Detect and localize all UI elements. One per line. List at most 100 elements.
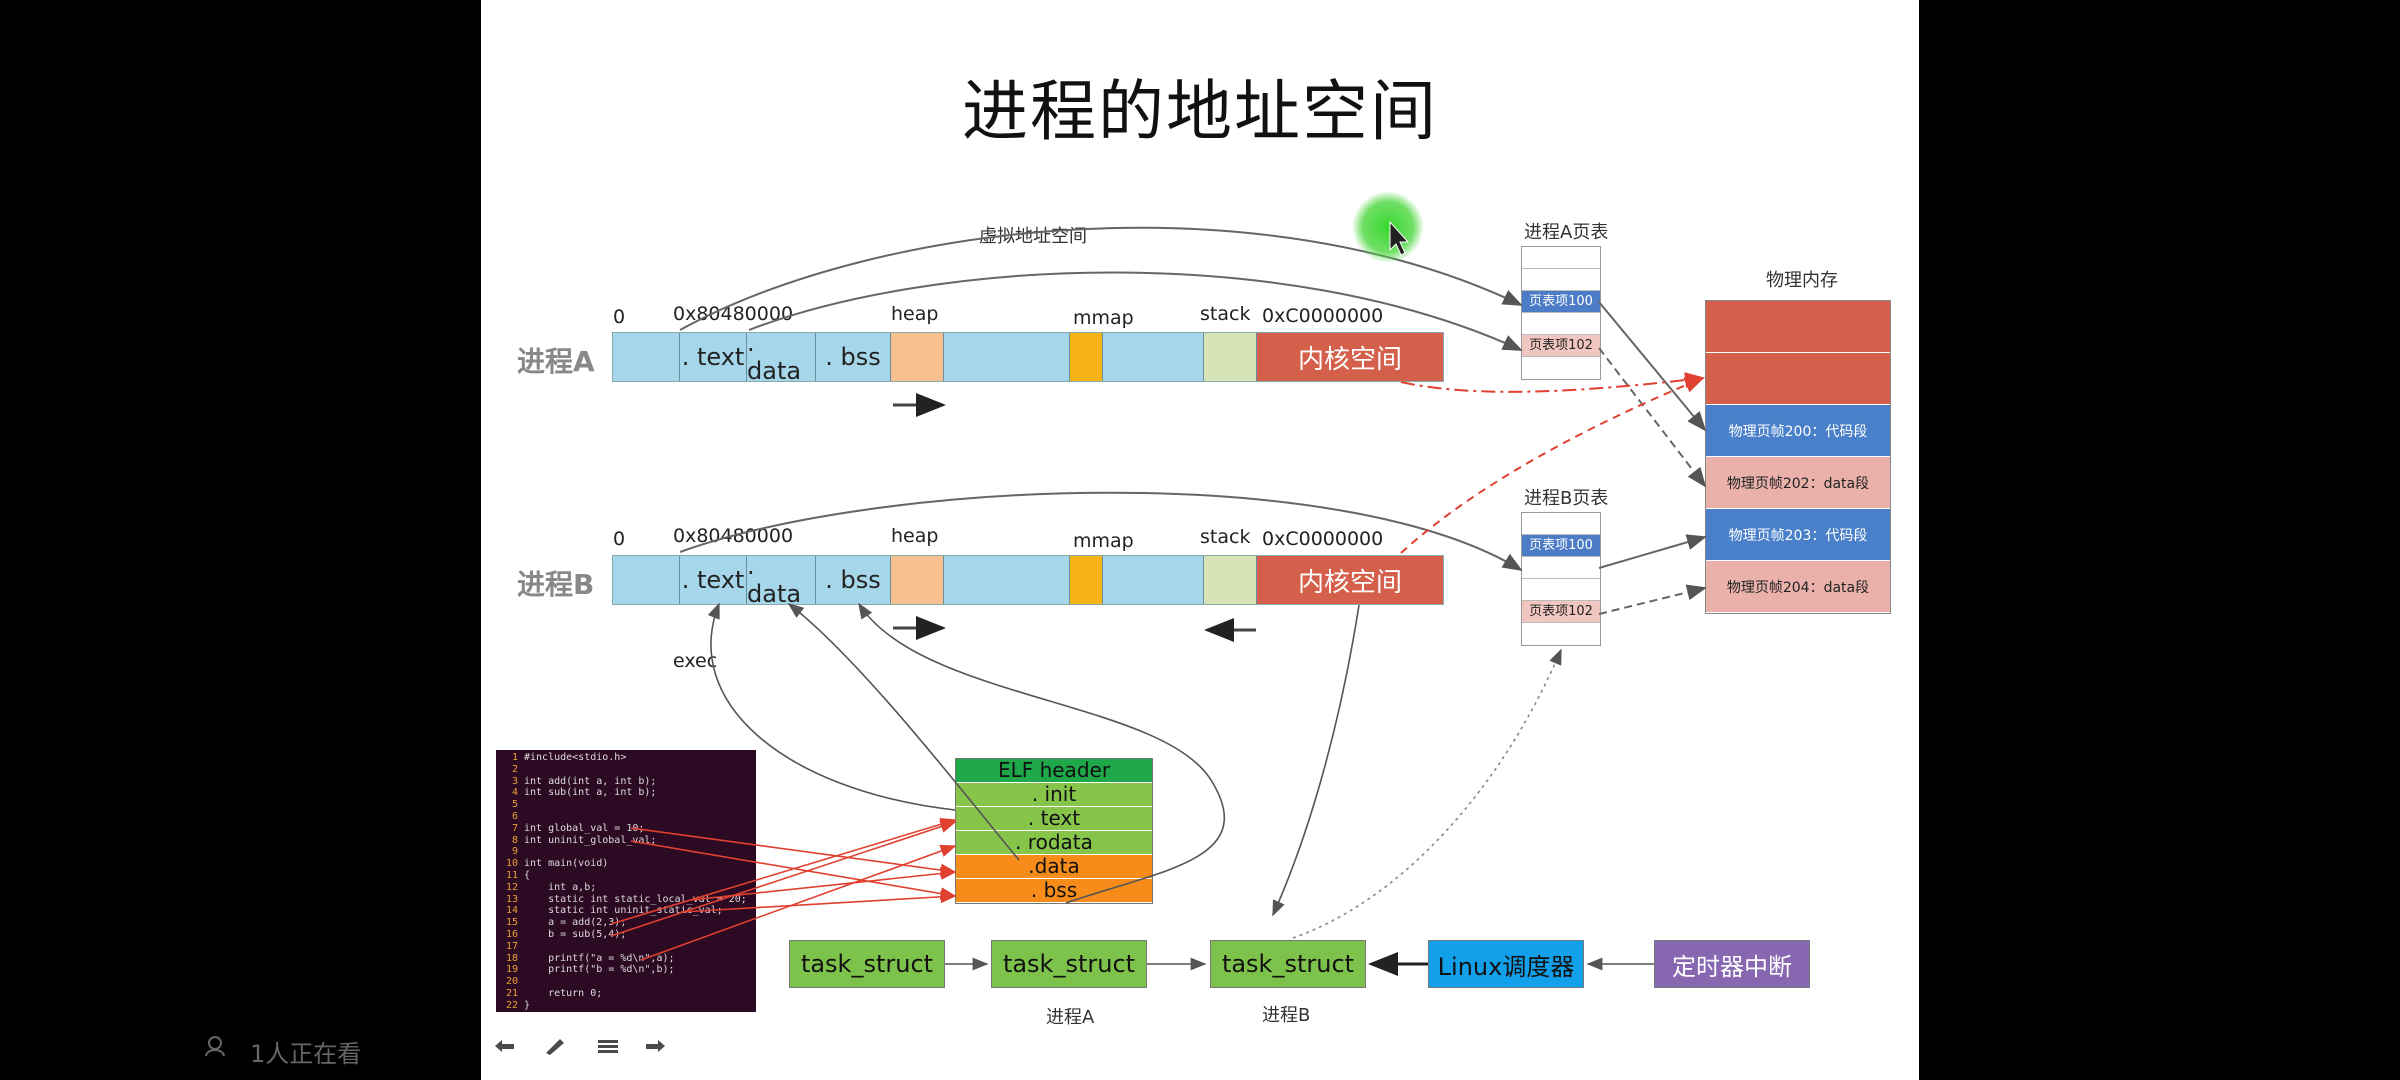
- seg-mmap: [1070, 333, 1103, 381]
- line-number: 19: [505, 964, 518, 976]
- line-number: 20: [505, 976, 518, 988]
- mem-frame-200: 物理页帧200：代码段: [1706, 405, 1890, 457]
- code-line: 15 a = add(2,3);: [500, 917, 752, 929]
- exec-label: exec: [673, 650, 718, 672]
- code-line: 20: [500, 976, 752, 988]
- heap-label: heap: [891, 525, 939, 547]
- addr-kernel: 0xC0000000: [1262, 528, 1384, 550]
- pt-entry-102: 页表项102: [1522, 601, 1600, 623]
- seg-mmap: [1070, 556, 1103, 604]
- line-number: 15: [505, 917, 518, 929]
- line-number: 17: [505, 940, 518, 952]
- cursor-icon: [1389, 220, 1410, 256]
- line-number: 21: [505, 987, 518, 999]
- line-number: 3: [511, 775, 518, 787]
- elf-bss: . bss: [956, 879, 1152, 903]
- task-struct-b: task_struct: [1210, 940, 1366, 988]
- code-printf-to-elf-rodata: [640, 844, 957, 961]
- process-a-label: 进程A: [517, 345, 595, 378]
- page-table-a-title: 进程A页表: [1524, 222, 1609, 243]
- physical-memory: 物理页帧200：代码段 物理页帧202：data段 物理页帧203：代码段 物理…: [1705, 300, 1891, 614]
- line-number: 16: [505, 928, 518, 940]
- menu-icon[interactable]: [596, 1037, 620, 1055]
- task-label-a: 进程A: [1046, 1007, 1095, 1028]
- addr-kernel: 0xC0000000: [1262, 305, 1384, 327]
- pt-entry-102: 页表项102: [1522, 335, 1600, 357]
- line-number: 12: [505, 881, 518, 893]
- code-line: 12 int a,b;: [500, 882, 752, 894]
- code-line: 21 return 0;: [500, 988, 752, 1000]
- physical-memory-title: 物理内存: [1766, 270, 1838, 291]
- code-uninit-static-to-elf-bss: [680, 890, 957, 913]
- elf-data: .data: [956, 855, 1152, 879]
- line-number: 2: [511, 763, 518, 775]
- timer-interrupt: 定时器中断: [1654, 940, 1810, 988]
- code-line: 13 static int static_local_val = 20;: [500, 894, 752, 906]
- pt-row: [1522, 579, 1600, 601]
- undo-icon[interactable]: [492, 1037, 516, 1055]
- pt-b-100-to-frame-203: [1598, 534, 1707, 569]
- mem-frame: [1706, 301, 1890, 353]
- pt-row: [1522, 269, 1600, 291]
- code-text: }: [524, 999, 531, 1011]
- kernel-b-to-memory: [1400, 377, 1705, 554]
- code-text: int sub(int a, int b);: [524, 787, 657, 799]
- elf-file: ELF header . init . text . rodata .data …: [955, 758, 1153, 904]
- cursor-highlight: [1352, 191, 1424, 263]
- elf-header: ELF header: [956, 759, 1152, 783]
- viewer-count: 1人正在看: [250, 1040, 362, 1068]
- task-b-to-pt-b: [1292, 648, 1562, 939]
- code-text: static int uninit_static_val;: [524, 905, 723, 917]
- seg-text: . text: [680, 333, 747, 381]
- code-line: 17: [500, 941, 752, 953]
- stack-label: stack: [1200, 526, 1251, 548]
- mmap-label: mmap: [1073, 307, 1134, 329]
- pt-a-100-to-frame-200: [1598, 301, 1707, 432]
- code-text: static int static_local_val = 20;: [524, 893, 747, 905]
- arc-data-to-pt-a: [748, 271, 1523, 351]
- heap-label: heap: [891, 303, 939, 325]
- line-number: 9: [511, 846, 518, 858]
- code-sub-to-elf-text: [610, 820, 957, 937]
- mem-frame-204: 物理页帧204：data段: [1706, 561, 1890, 613]
- line-number: 1: [511, 752, 518, 763]
- seg-stack: [1204, 556, 1257, 604]
- code-line: 9: [500, 846, 752, 858]
- code-line: 5: [500, 799, 752, 811]
- elf-data-to-b-data: [787, 603, 1020, 861]
- code-text: b = sub(5,4);: [524, 928, 627, 940]
- pt-row: [1522, 247, 1600, 269]
- pen-icon[interactable]: [542, 1037, 566, 1055]
- kernel-b-to-task: [1272, 604, 1360, 917]
- code-line: 22}: [500, 1000, 752, 1012]
- addr-zero: 0: [613, 528, 626, 550]
- seg-bss: . bss: [816, 333, 891, 381]
- slide-title: 进程的地址空间: [962, 73, 1438, 150]
- addr-text-start: 0x80480000: [673, 303, 794, 325]
- code-line: 11{: [500, 870, 752, 882]
- kernel-a-to-memory: [1400, 372, 1705, 393]
- code-text: int main(void): [524, 858, 609, 870]
- elf-rodata: . rodata: [956, 831, 1152, 855]
- seg-text: . text: [680, 556, 747, 604]
- code-text: #include<stdio.h>: [524, 752, 627, 763]
- seg-low: [613, 333, 680, 381]
- arc-text-to-pt-b: [679, 491, 1523, 572]
- line-number: 4: [511, 787, 518, 799]
- pt-b-102-to-frame-204: [1598, 584, 1707, 615]
- seg-kernel: 内核空间: [1257, 333, 1443, 381]
- mem-frame-203: 物理页帧203：代码段: [1706, 509, 1890, 561]
- code-text: return 0;: [524, 987, 603, 999]
- task-label-b: 进程B: [1262, 1005, 1311, 1026]
- seg-gap1: [944, 556, 1070, 604]
- code-line: 19 printf("b = %d\n",b);: [500, 964, 752, 976]
- viewers-icon: [205, 1036, 225, 1057]
- task-struct-1: task_struct: [789, 940, 945, 988]
- pt-row: [1522, 513, 1600, 535]
- seg-data: . data: [747, 329, 816, 385]
- code-line: 2: [500, 764, 752, 776]
- code-text: printf("b = %d\n",b);: [524, 964, 675, 976]
- page-table-b: 页表项100 页表项102: [1521, 512, 1601, 646]
- redo-icon[interactable]: [644, 1037, 668, 1055]
